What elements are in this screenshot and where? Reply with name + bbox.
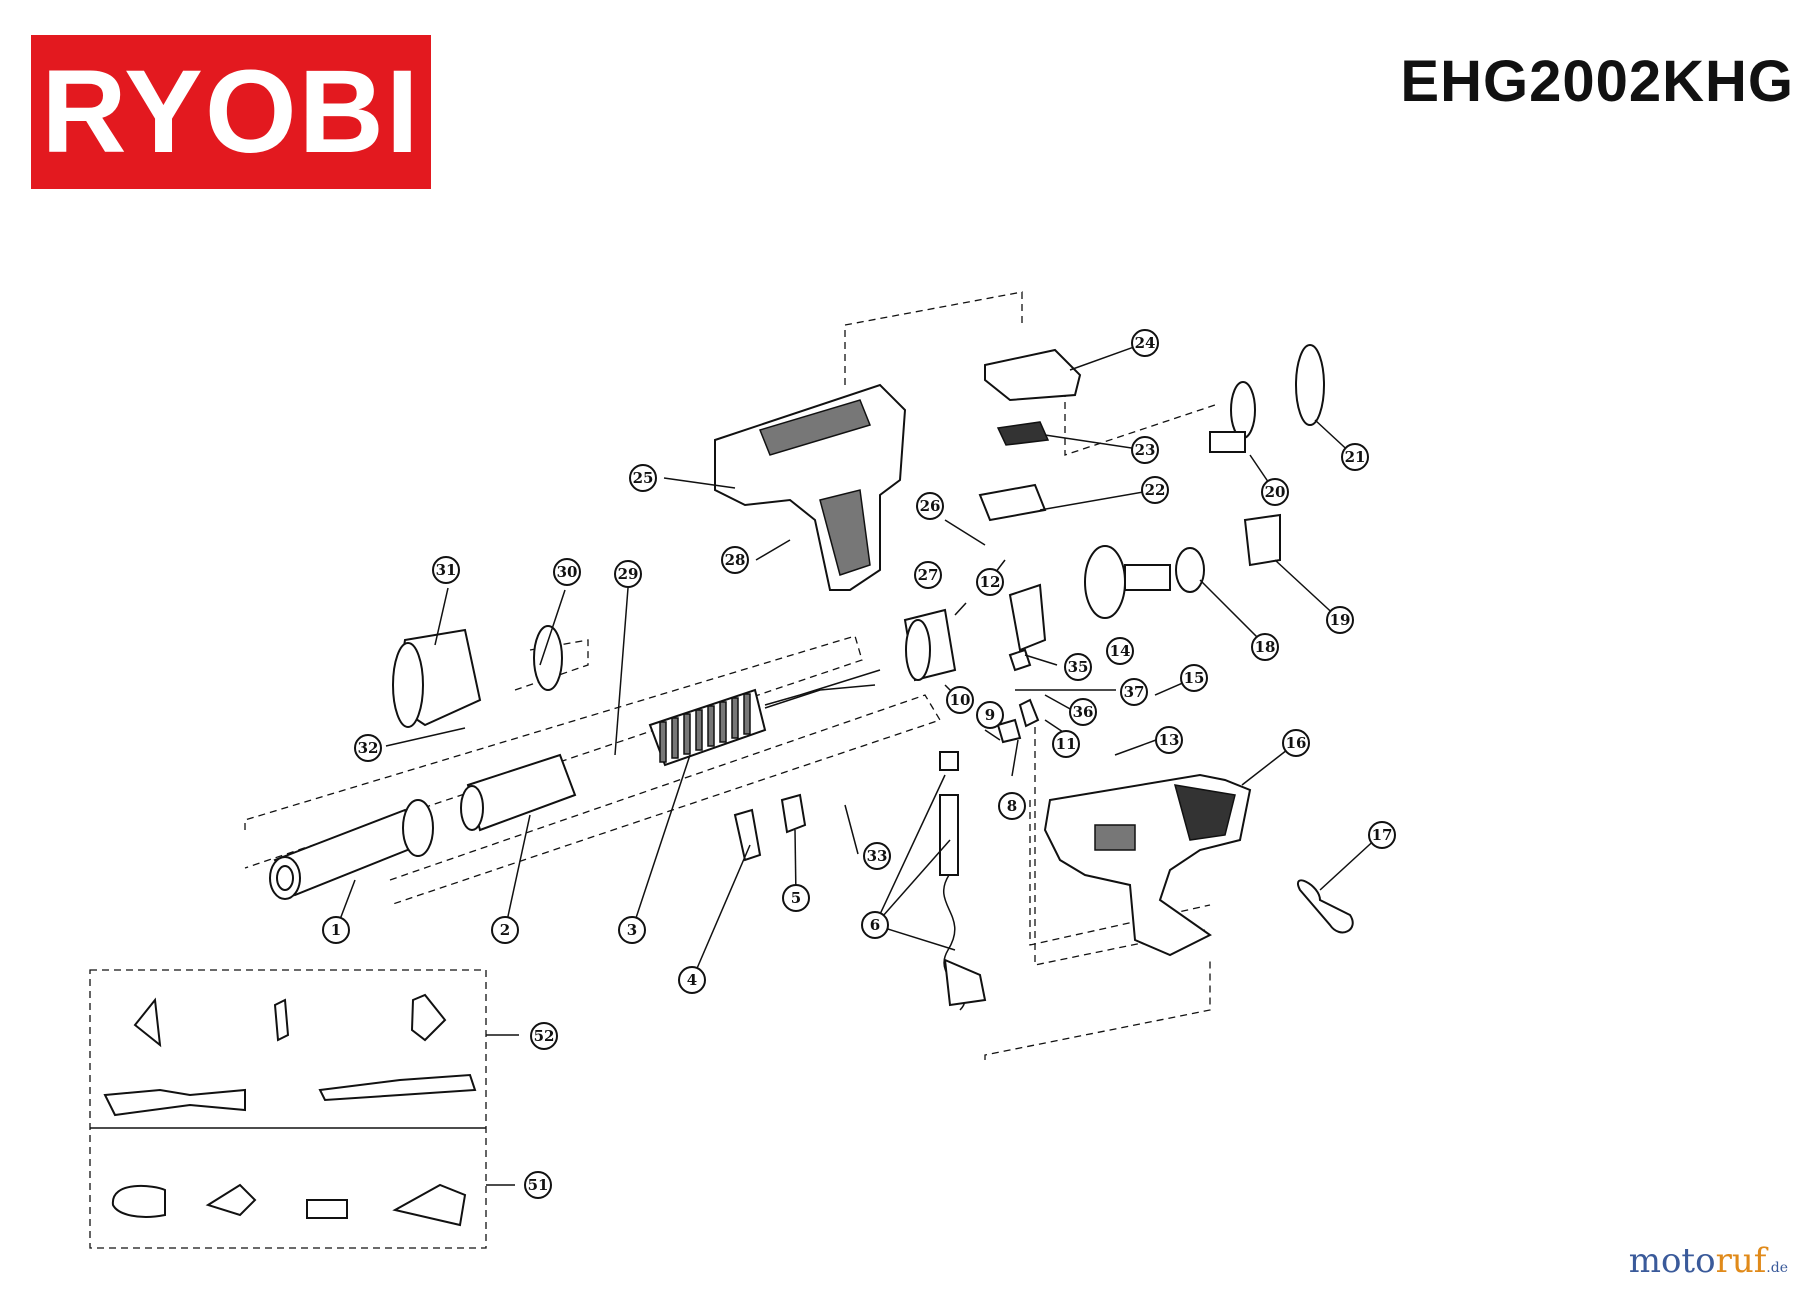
outer-shroud: [392, 625, 563, 728]
svg-text:11: 11: [1056, 735, 1077, 753]
svg-text:36: 36: [1073, 703, 1094, 721]
callout-32: 32: [354, 734, 382, 762]
callout-28: 28: [721, 546, 749, 574]
callout-8: 8: [998, 792, 1026, 820]
svg-text:35: 35: [1068, 658, 1089, 676]
svg-text:15: 15: [1184, 669, 1205, 687]
svg-text:6: 6: [870, 916, 880, 934]
svg-text:18: 18: [1255, 638, 1276, 656]
callout-6: 6: [861, 911, 889, 939]
svg-text:1: 1: [331, 921, 341, 939]
callout-1: 1: [322, 916, 350, 944]
callout-23: 23: [1131, 436, 1159, 464]
callout-27: 27: [914, 561, 942, 589]
svg-text:17: 17: [1372, 826, 1393, 844]
svg-text:19: 19: [1330, 611, 1351, 629]
callout-11: 11: [1052, 730, 1080, 758]
right-housing-half: [1043, 773, 1252, 957]
svg-text:33: 33: [867, 847, 888, 865]
power-cord: [939, 751, 987, 1011]
callout-10: 10: [946, 686, 974, 714]
svg-text:8: 8: [1007, 797, 1017, 815]
callout-15: 15: [1180, 664, 1208, 692]
svg-text:26: 26: [920, 497, 941, 515]
callout-9: 9: [976, 701, 1004, 729]
svg-text:28: 28: [725, 551, 746, 569]
svg-text:30: 30: [557, 563, 578, 581]
svg-text:5: 5: [791, 889, 801, 907]
accessories-box: [89, 969, 487, 1249]
callout-22: 22: [1141, 476, 1169, 504]
callout-24: 24: [1131, 329, 1159, 357]
svg-text:27: 27: [918, 566, 939, 584]
watermark-part-1: moto: [1628, 1241, 1716, 1281]
callout-21: 21: [1341, 443, 1369, 471]
svg-text:24: 24: [1135, 334, 1156, 352]
svg-text:37: 37: [1124, 683, 1145, 701]
svg-text:25: 25: [633, 469, 654, 487]
callout-13: 13: [1155, 726, 1183, 754]
callout-19: 19: [1326, 606, 1354, 634]
callout-26: 26: [916, 492, 944, 520]
callout-51: 51: [524, 1171, 552, 1199]
callout-20: 20: [1261, 478, 1289, 506]
svg-text:32: 32: [358, 739, 379, 757]
switch-parts: [978, 348, 1082, 522]
svg-text:2: 2: [500, 921, 510, 939]
svg-text:16: 16: [1286, 734, 1307, 752]
svg-text:9: 9: [985, 706, 995, 724]
callout-36: 36: [1069, 698, 1097, 726]
callout-31: 31: [432, 556, 460, 584]
svg-text:4: 4: [687, 971, 697, 989]
watermark: motoruf.de: [1629, 1241, 1788, 1281]
svg-text:22: 22: [1145, 481, 1166, 499]
accessory-kit: [103, 993, 477, 1227]
callout-16: 16: [1282, 729, 1310, 757]
callout-3: 3: [618, 916, 646, 944]
callout-52: 52: [530, 1022, 558, 1050]
svg-text:20: 20: [1265, 483, 1286, 501]
motor-assembly: [903, 344, 1325, 682]
callout-5: 5: [782, 884, 810, 912]
svg-text:52: 52: [534, 1027, 555, 1045]
callout-37: 37: [1120, 678, 1148, 706]
model-number: EHG2002KHG: [1400, 49, 1794, 114]
nozzle-tube: [269, 753, 577, 900]
left-housing-half: [714, 383, 907, 591]
svg-text:12: 12: [980, 573, 1001, 591]
callout-33: 33: [863, 842, 891, 870]
callout-14: 14: [1106, 637, 1134, 665]
svg-text:13: 13: [1159, 731, 1180, 749]
svg-text:51: 51: [528, 1176, 549, 1194]
svg-text:21: 21: [1345, 448, 1366, 466]
callout-25: 25: [629, 464, 657, 492]
callout-17: 17: [1368, 821, 1396, 849]
svg-text:10: 10: [950, 691, 971, 709]
callout-35: 35: [1064, 653, 1092, 681]
callout-12: 12: [976, 568, 1004, 596]
callout-18: 18: [1251, 633, 1279, 661]
watermark-part-2: ruf: [1715, 1241, 1767, 1281]
svg-text:3: 3: [627, 921, 637, 939]
callout-29: 29: [614, 560, 642, 588]
heating-element: [648, 669, 881, 767]
ryobi-logo: RYOBI: [31, 35, 431, 189]
svg-text:31: 31: [436, 561, 457, 579]
svg-text:23: 23: [1135, 441, 1156, 459]
callout-30: 30: [553, 558, 581, 586]
brand-name: RYOBI: [41, 46, 421, 178]
svg-text:14: 14: [1110, 642, 1131, 660]
svg-text:29: 29: [618, 565, 639, 583]
small-parts: [733, 648, 1354, 934]
callout-4: 4: [678, 966, 706, 994]
callout-2: 2: [491, 916, 519, 944]
watermark-part-3: .de: [1766, 1260, 1788, 1276]
